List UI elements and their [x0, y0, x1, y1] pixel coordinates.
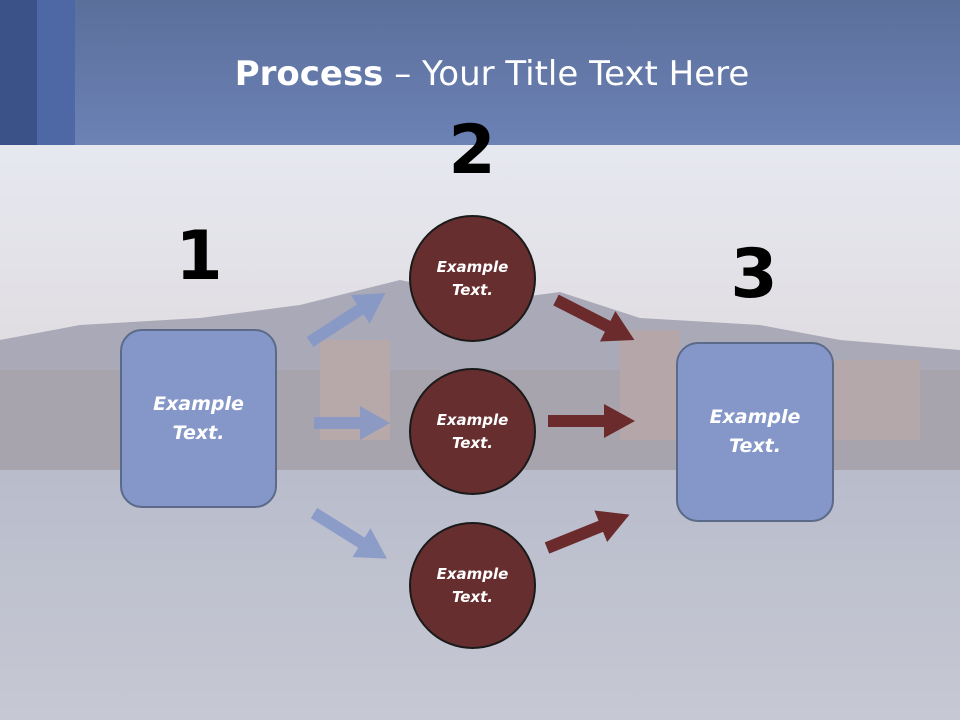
- arrow-bottom-to-right-box: [544, 510, 630, 554]
- arrow-to-top-circle: [306, 292, 386, 348]
- arrow-top-to-right-box: [553, 294, 635, 342]
- title-bold: Process: [234, 54, 384, 94]
- right-box-label: Example Text.: [709, 406, 801, 457]
- title-bar: Process – Your Title Text Here: [0, 0, 960, 145]
- right-box[interactable]: Example Text.: [676, 342, 834, 522]
- arrow-to-bottom-circle: [310, 507, 387, 559]
- circle-bottom-label: Example Text.: [436, 564, 509, 606]
- header-accent-dark: [0, 0, 37, 145]
- step-number-2: 2: [448, 111, 496, 190]
- arrow-middle-to-right-box: [548, 404, 635, 438]
- circle-middle[interactable]: Example Text.: [409, 368, 536, 495]
- left-box-label: Example Text.: [153, 392, 244, 444]
- circle-top[interactable]: Example Text.: [409, 215, 536, 342]
- circle-middle-label: Example Text.: [436, 410, 509, 452]
- title-rest: – Your Title Text Here: [383, 54, 750, 94]
- step-number-1: 1: [175, 217, 223, 296]
- left-box[interactable]: Example Text.: [120, 329, 277, 508]
- arrow-to-middle-circle: [314, 406, 390, 440]
- circle-bottom[interactable]: Example Text.: [409, 522, 536, 649]
- step-number-3: 3: [730, 235, 778, 314]
- header-accent-mid: [37, 0, 75, 145]
- slide-title: Process – Your Title Text Here: [0, 54, 960, 94]
- circle-top-label: Example Text.: [436, 257, 509, 299]
